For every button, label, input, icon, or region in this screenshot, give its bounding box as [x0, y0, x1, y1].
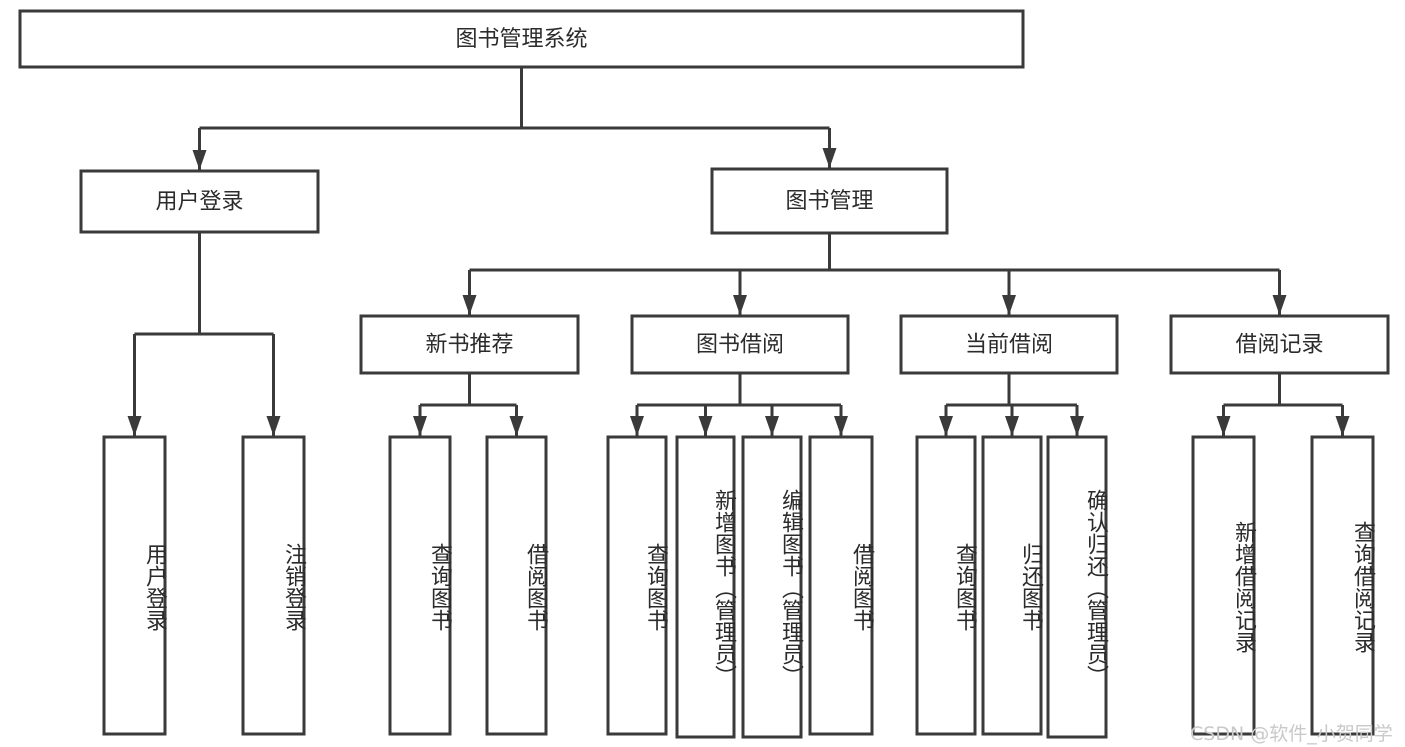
arrow-head-icon-leaf-3: [509, 416, 524, 436]
node-root-box[interactable]: [18, 9, 1025, 69]
node-level2-label-1: 图书借阅: [696, 333, 784, 358]
arrow-head-icon-l2-1: [733, 295, 747, 315]
arrow-head-icon-leaf-12: [1335, 416, 1350, 436]
arrow-head-icon-leaf-8: [939, 416, 953, 436]
arrow-head-icon-leaf-7: [834, 416, 848, 436]
node-leaf-box-4[interactable]: [606, 435, 668, 736]
node-level1-box-1[interactable]: [710, 167, 949, 235]
arrow-head-icon-l1-0: [192, 150, 207, 170]
node-level2-label-3: 借阅记录: [1235, 333, 1323, 358]
arrow-head-icon-l2-2: [1002, 295, 1016, 315]
node-level1-label-1: 图书管理: [785, 189, 873, 214]
node-level2-label-2: 当前借阅: [965, 333, 1053, 358]
node-level2-box-1[interactable]: [630, 314, 850, 375]
node-leaf-box-3[interactable]: [485, 435, 548, 736]
node-leaf-box-12[interactable]: [1310, 435, 1375, 736]
node-leaf-box-10[interactable]: [1046, 435, 1108, 739]
arrow-head-icon-l2-0: [462, 295, 477, 315]
arrow-head-icon-leaf-9: [1005, 416, 1019, 436]
node-leaf-box-5[interactable]: [675, 435, 736, 739]
arrow-head-icon-leaf-5: [698, 416, 713, 436]
arrow-head-icon-leaf-2: [413, 416, 427, 436]
arrow-head-icon-leaf-10: [1070, 416, 1084, 436]
node-level2-box-2[interactable]: [899, 314, 1119, 375]
node-leaf-box-0[interactable]: [102, 435, 167, 736]
arrow-head-icon-leaf-1: [266, 416, 281, 436]
arrow-head-icon-leaf-11: [1216, 416, 1231, 436]
arrow-head-icon-l1-1: [822, 148, 837, 168]
node-level1-label-0: 用户登录: [155, 190, 243, 215]
arrow-head-icon-l2-3: [1272, 295, 1287, 315]
node-leaf-box-1[interactable]: [241, 435, 306, 736]
arrow-head-icon-leaf-6: [765, 416, 779, 436]
node-leaf-box-2[interactable]: [388, 435, 452, 736]
node-root-label: 图书管理系统: [455, 27, 587, 52]
arrow-head-icon-leaf-4: [630, 416, 644, 436]
arrow-head-icon-leaf-0: [127, 416, 142, 436]
node-level2-box-0[interactable]: [359, 314, 580, 375]
connector-layer: [127, 67, 1350, 436]
box-layer: [18, 9, 1390, 739]
node-leaf-box-7[interactable]: [808, 435, 874, 736]
node-leaf-box-8[interactable]: [915, 435, 977, 736]
csdn-watermark: CSDN @软件_小贺同学: [1190, 723, 1393, 745]
node-level2-label-0: 新书推荐: [425, 333, 513, 358]
node-level1-box-0[interactable]: [79, 169, 320, 234]
node-level2-box-3[interactable]: [1169, 314, 1390, 375]
node-leaf-box-11[interactable]: [1191, 435, 1256, 736]
node-leaf-box-6[interactable]: [741, 435, 803, 739]
node-leaf-box-9[interactable]: [981, 435, 1043, 736]
